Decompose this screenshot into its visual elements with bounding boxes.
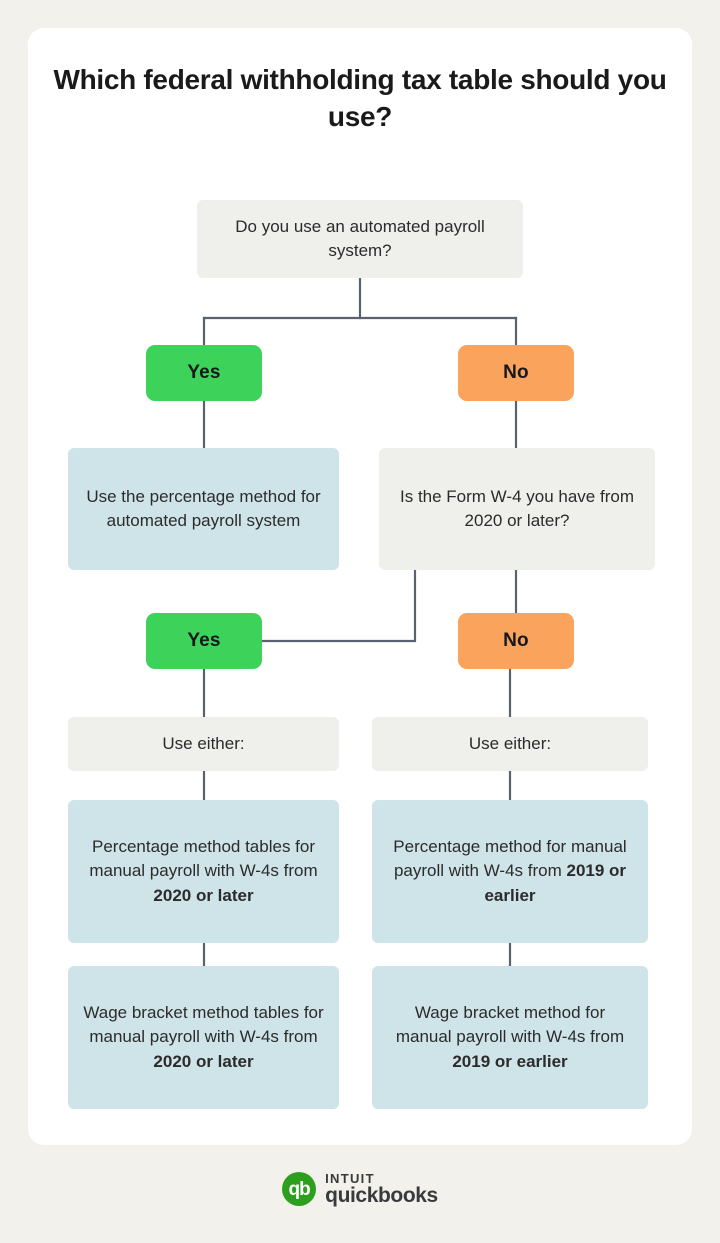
branch-no-automated: No: [458, 345, 574, 401]
use-either-label-right: Use either:: [372, 717, 648, 771]
branch-yes-automated: Yes: [146, 345, 262, 401]
outcome-text: Wage bracket method tables for manual pa…: [83, 1003, 324, 1047]
branch-no-w4-2020: No: [458, 613, 574, 669]
logo-intuit-text: INTUIT: [325, 1171, 375, 1186]
outcome-emphasis: 2019 or earlier: [452, 1051, 568, 1071]
outcome-text: Percentage method tables for manual payr…: [89, 837, 318, 881]
outcome-emphasis: 2020 or later: [153, 885, 254, 905]
branch-yes-w4-2020: Yes: [146, 613, 262, 669]
question-form-w4-year: Is the Form W-4 you have from 2020 or la…: [379, 448, 655, 570]
outcome-text: Wage bracket method for manual payroll w…: [395, 1003, 625, 1047]
outcome-percentage-2019: Percentage method for manual payroll wit…: [372, 800, 648, 943]
result-percentage-automated: Use the percentage method for automated …: [68, 448, 339, 570]
outcome-emphasis: 2020 or later: [153, 1051, 254, 1071]
quickbooks-logo: qb INTUIT quickbooks: [0, 1172, 720, 1207]
use-either-label-left: Use either:: [68, 717, 339, 771]
outcome-emphasis: 2019 or earlier: [484, 861, 627, 905]
outcome-text: Percentage method for manual payroll wit…: [393, 837, 627, 881]
page-title: Which federal withholding tax table shou…: [53, 64, 667, 132]
outcome-wage-bracket-2020: Wage bracket method tables for manual pa…: [68, 966, 339, 1109]
logo-quickbooks-text: quickbooks: [325, 1184, 438, 1208]
question-automated-payroll: Do you use an automated payroll system?: [197, 200, 523, 278]
outcome-wage-bracket-2019: Wage bracket method for manual payroll w…: [372, 966, 648, 1109]
outcome-percentage-2020: Percentage method tables for manual payr…: [68, 800, 339, 943]
quickbooks-mark-icon: qb: [282, 1172, 317, 1207]
logo-wordmark: INTUIT quickbooks: [325, 1172, 438, 1207]
